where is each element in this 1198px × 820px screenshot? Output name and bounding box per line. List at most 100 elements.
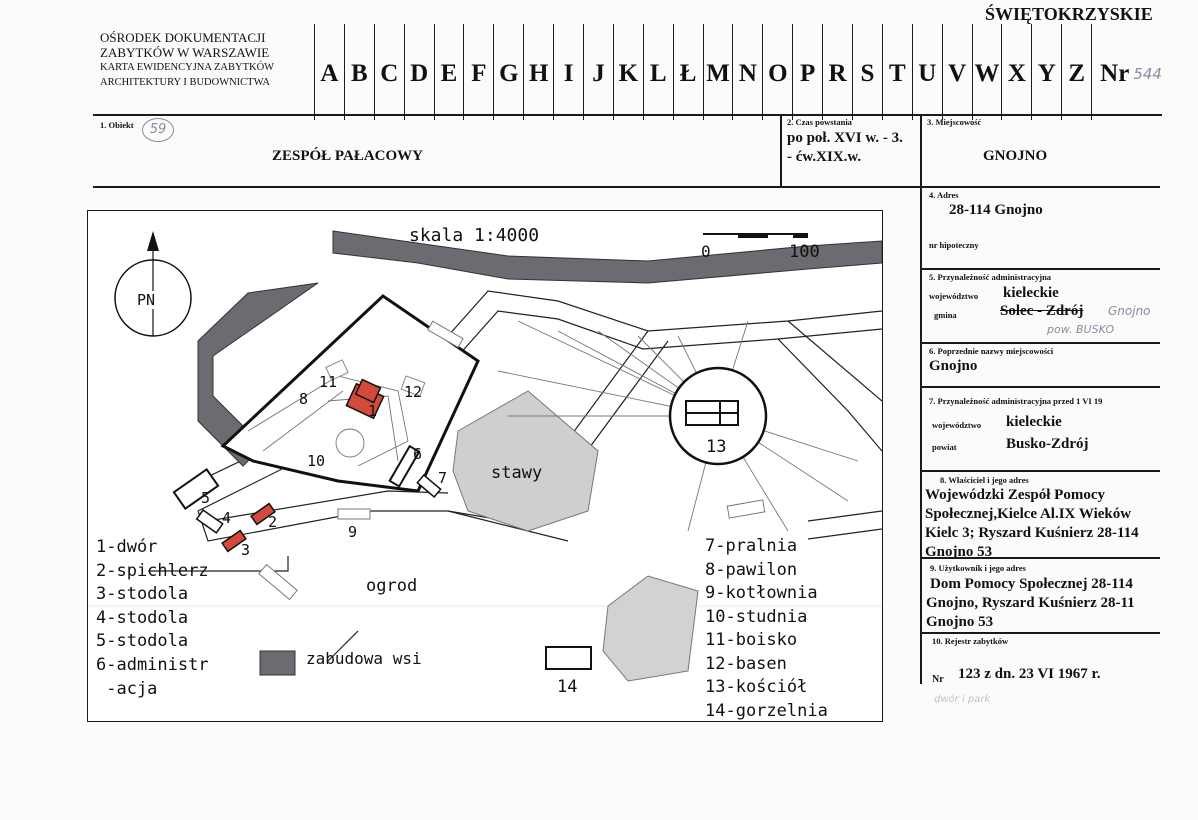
legend-item: 14-gorzelnia (705, 700, 828, 721)
legend-item: 4-stodola (96, 607, 189, 628)
alphabet-letter: B (343, 24, 374, 120)
uzytkownik-block: Dom Pomocy Społecznej 28-114 Gnojno, Rys… (926, 575, 1160, 632)
rejestr-handwritten: dwór i park (934, 694, 991, 705)
legend-item: 8-pawilon (705, 559, 798, 580)
legend-item: -acja (96, 678, 158, 699)
hipoteczny-label: nr hipoteczny (929, 240, 979, 250)
alphabet-letter: G (493, 24, 523, 120)
map-label-4: 4 (222, 509, 232, 527)
legend-item: 1-dwór (96, 537, 158, 557)
wojewodztwo-przed-label: województwo (932, 420, 982, 430)
divider (920, 386, 1160, 388)
building-spichlerz (250, 502, 276, 526)
alphabet-letter: Ł (672, 24, 703, 120)
czas-line2: - ćw.XIX.w. (787, 149, 862, 165)
map-label-13: 13 (706, 437, 727, 457)
divider (920, 186, 1160, 188)
legend-item: 6-administr (96, 654, 209, 675)
church-building (685, 400, 739, 426)
site-map: skala 1:4000 0 100 PN 1 11 12 8 10 6 7 5… (87, 210, 883, 722)
map-label-1: 1 (368, 402, 378, 420)
alphabet-letter: Z (1061, 24, 1091, 120)
scale-end: 100 (789, 242, 820, 262)
institution-line: KARTA EWIDENCYJNA ZABYTKÓW (100, 62, 275, 73)
adres-label: 4. Adres (929, 190, 959, 200)
divider (920, 470, 1160, 472)
uzytkownik-line: Gnojno, Ryszard Kuśnierz 28-11 (926, 595, 1135, 611)
map-label-stawy: stawy (491, 463, 543, 483)
uzytkownik-line: Gnojno 53 (926, 614, 994, 630)
alphabet-letter: V (941, 24, 972, 120)
map-label-5: 5 (201, 489, 211, 507)
alphabet-letter: D (403, 24, 434, 120)
village-buildup-top (332, 230, 882, 284)
pond-stawy (452, 390, 599, 532)
institution-line: OŚRODEK DOKUMENTACJI (100, 30, 266, 45)
alphabet-letter: C (373, 24, 404, 120)
legend-item: 11-boisko (705, 630, 798, 650)
divider (920, 632, 1160, 634)
map-label-2: 2 (268, 513, 278, 531)
building-stodola-4 (195, 508, 224, 534)
scale-start: 0 (701, 242, 711, 261)
nr-value-handwritten: 544 (1133, 65, 1162, 83)
obiekt-label: 1. Obiekt (100, 120, 134, 130)
site-plan-drawing (88, 230, 882, 682)
wlasciciel-block: Wojewódzki Zespół Pomocy Społecznej,Kiel… (925, 486, 1159, 562)
rejestr-label: 10. Rejestr zabytków (932, 636, 1009, 646)
powiat-przed-value: Busko-Zdrój (1006, 436, 1089, 452)
institution-line: ZABYTKÓW W WARSZAWIE (100, 45, 270, 60)
obiekt-value: ZESPÓŁ PAŁACOWY (272, 148, 423, 164)
divider (780, 114, 782, 187)
poprzednie-label: 6. Poprzednie nazwy miejscowości (929, 346, 1054, 356)
park-enclosure (220, 294, 480, 493)
map-label-6: 6 (413, 445, 423, 463)
gmina-handwritten: Gnojno (1108, 304, 1151, 318)
map-label-14: 14 (557, 677, 578, 697)
przynaleznosc-label: 5. Przynależność administracyjna (929, 272, 1052, 282)
alphabet-letter: Y (1031, 24, 1061, 120)
divider (93, 114, 1162, 116)
wojewodztwo-value: kieleckie (1003, 285, 1059, 301)
divider (93, 186, 921, 188)
legend-item: 2-spichlerz (96, 560, 209, 581)
north-label: PN (137, 291, 156, 309)
alphabet-letter: E (433, 24, 464, 120)
powiat-handwritten: pow. BUSKO (1047, 323, 1115, 336)
divider (920, 114, 922, 684)
czas-label: 2. Czas powstania (787, 117, 852, 127)
wojewodztwo-przed-value: kieleckie (1006, 414, 1062, 430)
wojewodztwo-label: województwo (929, 291, 979, 301)
map-label-8: 8 (299, 390, 309, 408)
rejestr-value: 123 z dn. 23 VI 1967 r. (958, 666, 1101, 682)
divider (920, 268, 1160, 270)
building-administracja (388, 444, 421, 488)
legend-swatch-zabudowa (259, 650, 296, 676)
przynaleznosc-przed-label: 7. Przynależność administracyjna przed 1… (929, 396, 1103, 406)
field-grey (602, 575, 699, 682)
alphabet-letter: O (762, 24, 792, 120)
building-pralnia (416, 474, 442, 498)
legend-right: 7-pralnia 8-pawilon 9-kotłownia 10-studn… (705, 535, 828, 721)
scale-title: skala 1:4000 (409, 225, 540, 246)
uzytkownik-line: Dom Pomocy Społecznej 28-114 (930, 576, 1133, 592)
obiekt-number-handwritten: 59 (142, 118, 174, 142)
alphabet-letter: F (463, 24, 493, 120)
map-label-12: 12 (404, 383, 423, 401)
divider (920, 342, 1160, 344)
legend-item: 13-kościół (705, 677, 808, 697)
wlasciciel-line: Społecznej,Kielce Al.IX Wieków (925, 506, 1132, 522)
powiat-przed-label: powiat (932, 442, 957, 452)
institution-line: ARCHITEKTURY I BUDOWNICTWA (100, 77, 270, 88)
scale-bar (703, 233, 808, 238)
miejscowosc-value: GNOJNO (983, 148, 1048, 164)
legend-item: 12-basen (705, 653, 787, 674)
alphabet-letter: T (881, 24, 912, 120)
map-label-ogrod: ogrod (366, 576, 418, 596)
legend-item: 5-stodola (96, 631, 189, 652)
czas-line1: po poł. XVI w. - 3. (787, 130, 903, 146)
adres-value: 28-114 Gnojno (949, 202, 1043, 218)
legend-item: 3-stodola (96, 584, 189, 605)
wlasciciel-label: 8. Właściciel i jego adres (940, 475, 1029, 485)
